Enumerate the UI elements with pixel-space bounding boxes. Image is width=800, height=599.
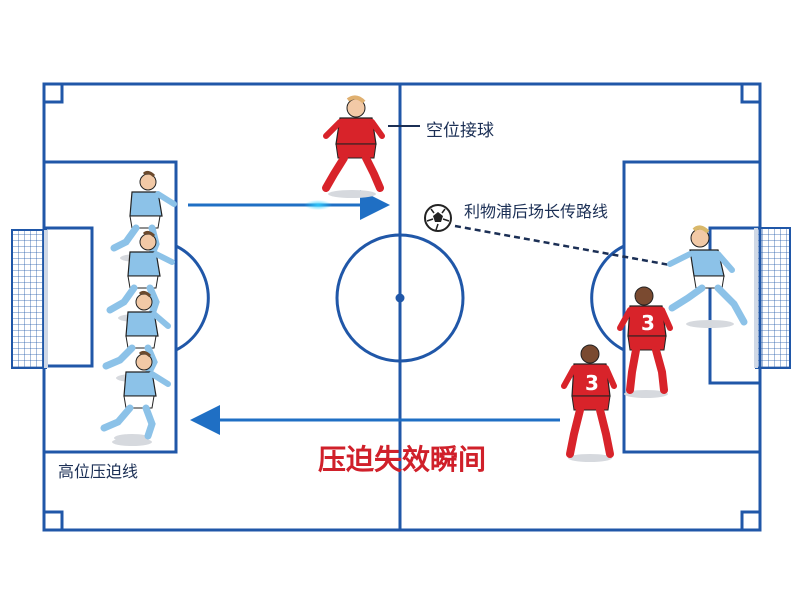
pass-glow (304, 200, 332, 210)
corner-arc (44, 510, 64, 530)
sky-player-icon (106, 230, 175, 322)
red-defender-icon: 3 (561, 344, 617, 462)
red-receiver-icon (322, 95, 385, 198)
svg-text:3: 3 (585, 371, 599, 395)
red-defender-icon: 3 (617, 286, 673, 398)
corner-arc (44, 84, 64, 104)
center-spot (395, 293, 405, 303)
label-open-receive: 空位接球 (426, 121, 494, 141)
left-goal-box (42, 226, 94, 368)
left-goal-net (11, 229, 48, 369)
ball-icon (424, 204, 452, 232)
sky-kicker-icon (667, 225, 748, 328)
center-circle (335, 233, 465, 363)
corner-arc (740, 510, 760, 530)
left-penalty-arc (175, 244, 210, 352)
label-high-press-line: 高位压迫线 (58, 462, 139, 481)
sky-player-icon (112, 438, 152, 446)
right-penalty-arc (590, 244, 625, 352)
svg-text:3: 3 (641, 311, 655, 335)
label-press-failure: 压迫失效瞬间 (318, 443, 487, 476)
long-pass-route (454, 224, 671, 267)
corner-arc (740, 84, 760, 104)
right-goal-net (754, 227, 791, 369)
label-long-pass-route: 利物浦后场长传路线 (464, 202, 609, 221)
pitch (42, 82, 762, 532)
